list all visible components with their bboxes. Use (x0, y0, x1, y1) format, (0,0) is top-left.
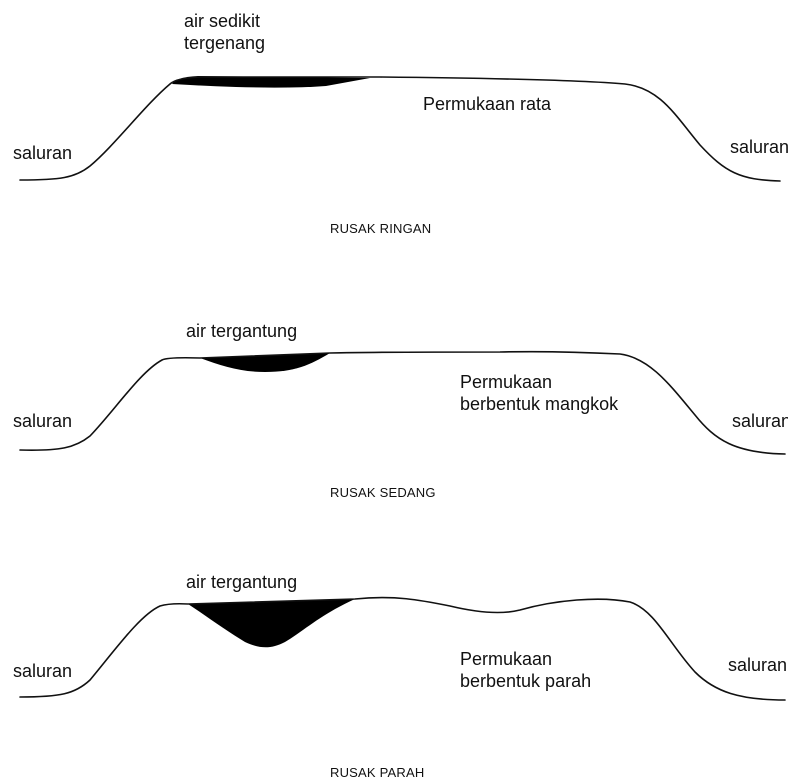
surface-label-line2: berbentuk mangkok (460, 394, 619, 414)
water-label: air sedikit tergenang (184, 10, 265, 54)
water-label-line1: air tergantung (186, 572, 298, 592)
hanging-water-shape (188, 599, 355, 648)
surface-label-line2: berbentuk parah (460, 671, 592, 691)
surface-label: Permukaan berbentuk mangkok (460, 371, 618, 415)
panel-caption: RUSAK RINGAN (330, 221, 432, 236)
road-profile-diagram (19, 350, 786, 455)
panel-rusak-ringan: air sedikit tergenang Permukaan rata sal… (0, 0, 788, 260)
surface-label-line1: Permukaan rata (423, 94, 552, 114)
road-profile-diagram (19, 596, 786, 701)
surface-label-line1: Permukaan (460, 649, 553, 669)
panel-caption: RUSAK PARAH (330, 765, 425, 780)
surface-label: Permukaan berbentuk parah (460, 648, 591, 692)
right-channel-label: saluran (730, 137, 788, 157)
panel-caption: RUSAK SEDANG (330, 485, 436, 500)
water-label: air tergantung (186, 571, 297, 593)
water-label: air tergantung (186, 320, 297, 342)
road-profile-line (19, 596, 786, 701)
surface-label: Permukaan rata (423, 93, 551, 115)
water-label-line1: air sedikit (184, 11, 261, 31)
right-channel-label: saluran (732, 411, 788, 431)
left-channel-label: saluran (13, 661, 73, 681)
surface-label-line1: Permukaan (460, 372, 553, 392)
hanging-water-shape (200, 353, 330, 372)
standing-water-shape (172, 76, 370, 88)
road-profile-diagram (19, 76, 781, 182)
panel-rusak-parah: air tergantung Permukaan berbentuk parah… (0, 520, 788, 780)
water-label-line1: air tergantung (186, 321, 298, 341)
right-channel-label: saluran (728, 655, 788, 675)
left-channel-label: saluran (13, 143, 73, 163)
panel-rusak-sedang: air tergantung Permukaan berbentuk mangk… (0, 260, 788, 520)
water-label-line2: tergenang (184, 33, 266, 53)
left-channel-label: saluran (13, 411, 73, 431)
road-profile-line (19, 76, 781, 182)
road-profile-line (19, 350, 786, 455)
